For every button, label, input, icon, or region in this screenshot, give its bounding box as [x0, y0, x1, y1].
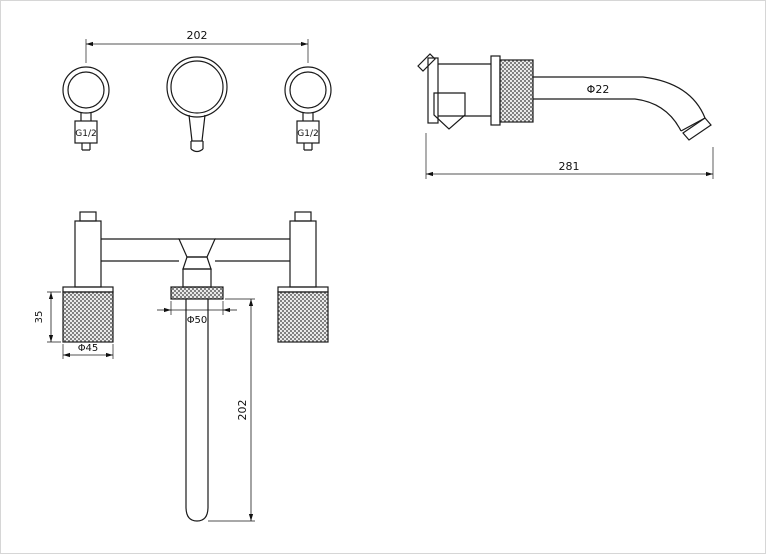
label-backing — [179, 313, 215, 326]
wall-plate — [427, 57, 439, 124]
valve-body — [289, 220, 317, 288]
escutcheon-outer-circle — [166, 56, 228, 118]
flange-diameter-label: Φ50 — [187, 315, 208, 326]
spout-top-edge — [533, 76, 706, 119]
spout-side — [533, 76, 712, 141]
right-thread-label: G1/2 — [297, 129, 318, 139]
base-flange — [62, 286, 114, 293]
side-view: Φ22 281 — [417, 53, 714, 179]
left-valve-assembly — [62, 211, 114, 343]
right-handle-outer-circle — [284, 66, 332, 114]
spout-length-dimension: 202 — [208, 298, 255, 522]
base-height-label: 35 — [34, 311, 45, 324]
lower-taper — [182, 256, 212, 270]
tube-side-lines — [185, 299, 209, 507]
spout-diameter-label: Φ22 — [587, 83, 610, 96]
front-width-dimension: 202 — [85, 29, 309, 63]
spout-neck — [182, 268, 212, 288]
mounting-flange — [490, 55, 501, 126]
knurled-base — [62, 291, 114, 343]
center-body — [170, 238, 224, 300]
left-handle — [62, 66, 110, 114]
front-spacing-dimension-label: 202 — [187, 29, 208, 42]
right-pipe-lines — [215, 238, 290, 262]
valve-body-pentagon — [433, 92, 466, 130]
angled-fitting — [417, 53, 436, 72]
right-valve-stem: G1/2 — [296, 113, 320, 151]
extension-lines — [47, 291, 61, 343]
spout-flange — [170, 286, 224, 300]
base-diameter-label: Φ45 — [78, 343, 99, 354]
knurled-nut — [499, 59, 534, 123]
wall-fitting — [417, 53, 491, 130]
left-thread-label: G1/2 — [75, 129, 96, 139]
tube-rounded-end — [185, 506, 209, 522]
front-view: 202 G1/2 G1/2 — [62, 29, 332, 153]
stem-neck-lines — [302, 113, 314, 121]
thread-box — [74, 120, 98, 144]
spout-length-label: 202 — [236, 400, 249, 421]
aerator-tip — [190, 140, 204, 153]
cross-pipes — [101, 238, 290, 262]
valve-cap — [79, 211, 97, 222]
extension-lines — [170, 301, 224, 315]
right-valve-assembly — [277, 211, 329, 343]
spout-aerator-tip — [682, 117, 712, 141]
thread-box — [296, 120, 320, 144]
spout-tube-plan — [185, 299, 209, 522]
body-cylinder-lines — [438, 63, 491, 117]
base-height-dimension: 35 — [34, 291, 61, 343]
stem-neck-lines — [80, 113, 92, 121]
valve-cap — [294, 211, 312, 222]
installation-view: Φ50 35 Φ45 202 — [34, 211, 329, 522]
knurled-base — [277, 291, 329, 343]
right-handle — [284, 66, 332, 114]
stem-tail-lines — [303, 143, 313, 151]
right-handle-inner-circle — [289, 71, 327, 109]
center-spout-front — [166, 56, 228, 153]
spout-bottom-edge — [533, 98, 682, 132]
reach-dimension-label: 281 — [559, 160, 580, 173]
stem-tail-lines — [81, 143, 91, 151]
base-diameter-dimension: Φ45 — [62, 343, 114, 359]
flange-diameter-dimension: Φ50 — [157, 301, 237, 326]
left-valve-stem: G1/2 — [74, 113, 98, 151]
spout-taper-lines — [188, 114, 206, 142]
valve-body — [74, 220, 102, 288]
escutcheon-inner-circle — [170, 60, 224, 114]
upper-taper — [178, 238, 216, 258]
left-pipe-lines — [101, 238, 179, 262]
left-handle-outer-circle — [62, 66, 110, 114]
left-handle-inner-circle — [67, 71, 105, 109]
base-flange — [277, 286, 329, 293]
reach-dimension: 281 — [425, 133, 714, 179]
